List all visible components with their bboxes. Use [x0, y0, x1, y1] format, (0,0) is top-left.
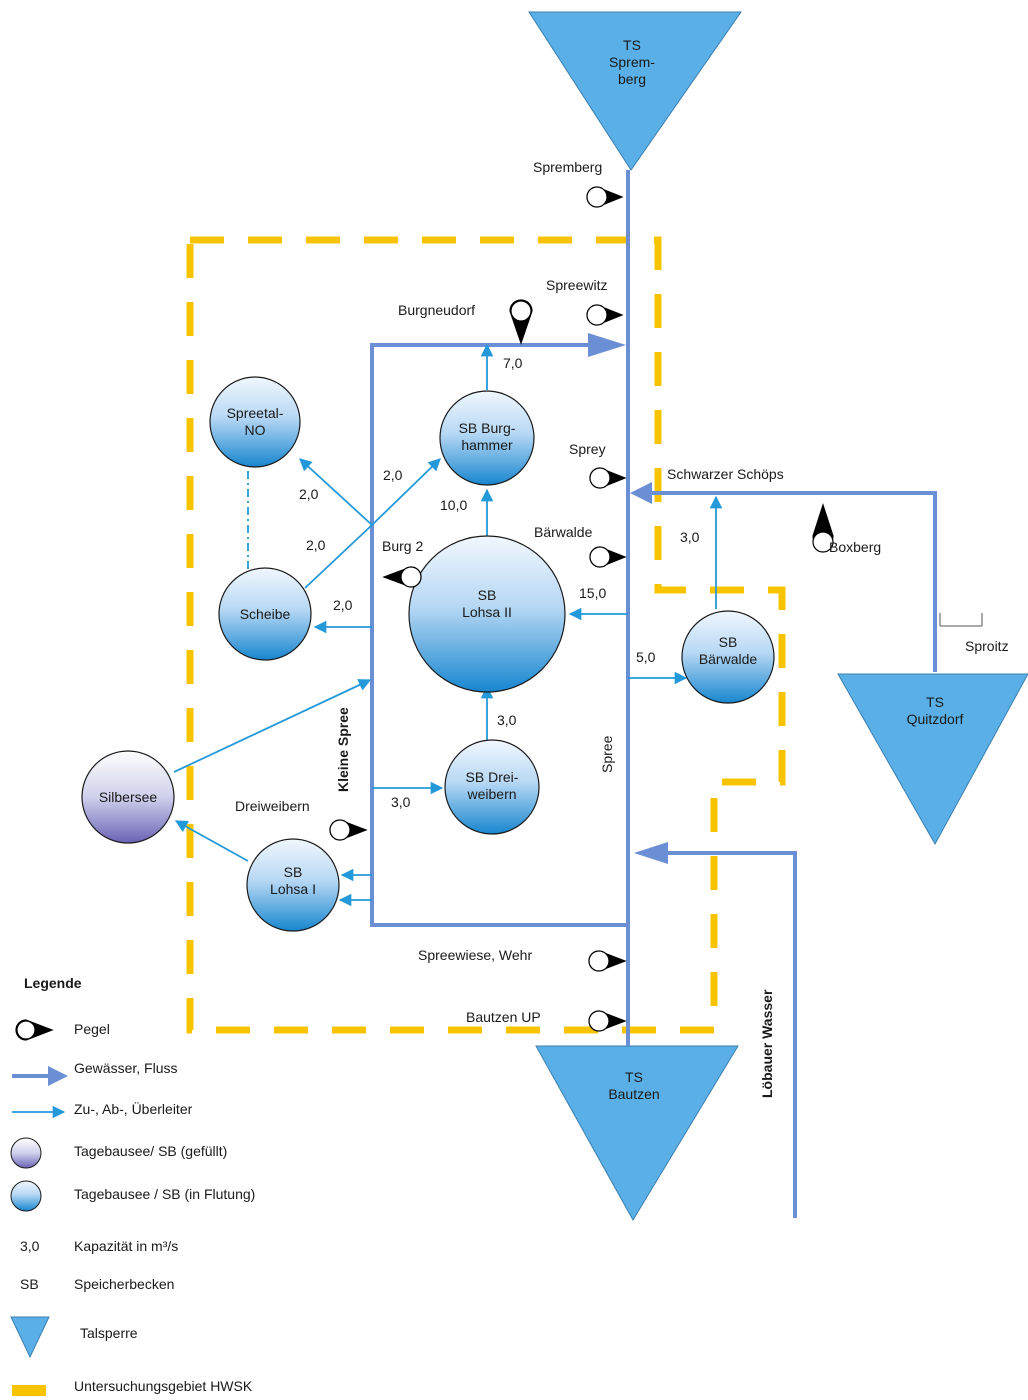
- river-loebauer-wasser: [634, 842, 797, 1218]
- legend-zone-label: Untersuchungsgebiet HWSK: [74, 1378, 253, 1394]
- capacity-to-burghammer: 2,0: [383, 467, 403, 483]
- legend-dam-label: Talsperre: [80, 1325, 138, 1341]
- basin-scheibe[interactable]: Scheibe: [218, 567, 312, 661]
- legend-filled-label: Tagebausee/ SB (gefüllt): [74, 1143, 227, 1159]
- gauge-sprey-label: Sprey: [569, 441, 606, 457]
- legend-item-feeder: Zu-, Ab-, Überleiter: [12, 1100, 193, 1119]
- gauge-spreewitz-label: Spreewitz: [546, 277, 607, 293]
- legend-river-label: Gewässer, Fluss: [74, 1060, 177, 1076]
- gauge-spremberg-label: Spremberg: [533, 159, 602, 175]
- river-schwarzer-schoeps: [630, 482, 983, 672]
- legend-item-dam: Talsperre: [10, 1316, 138, 1359]
- basin-spreetal-no-label: Spreetal-NO: [227, 405, 284, 438]
- capacity-burghammer-out: 7,0: [503, 355, 523, 371]
- capacity-to-spreetal: 2,0: [299, 486, 319, 502]
- legend-gauge-label: Pegel: [74, 1021, 110, 1037]
- feeders: [173, 343, 723, 907]
- legend-flooding-label: Tagebausee / SB (in Flutung): [74, 1186, 255, 1202]
- legend-capacity-label: Kapazität in m³/s: [74, 1238, 178, 1254]
- capacity-spree-to-baerwalde: 5,0: [636, 649, 656, 665]
- gauge-burg2[interactable]: Burg 2: [382, 538, 423, 588]
- gauge-dreiweibern-label: Dreiweibern: [235, 798, 310, 814]
- legend-abbr-label: Speicherbecken: [74, 1276, 174, 1292]
- legend-item-gauge: Pegel: [15, 1019, 110, 1041]
- gauge-burg2-label: Burg 2: [382, 538, 423, 554]
- study-area-boundary: [186, 236, 786, 1034]
- gauge-dreiweibern[interactable]: Dreiweibern: [235, 798, 368, 841]
- basin-spreetal-no[interactable]: Spreetal-NO: [209, 376, 301, 468]
- gauge-burgneudorf[interactable]: Burgneudorf: [398, 299, 533, 345]
- capacity-scheibe-out: 2,0: [306, 537, 326, 553]
- capacity-spree-to-lohsa2: 15,0: [579, 585, 606, 601]
- lake-silbersee-label: Silbersee: [99, 789, 158, 805]
- gauge-boxberg[interactable]: Boxberg: [812, 503, 881, 555]
- gauge-baerwalde[interactable]: Bärwalde: [534, 524, 627, 568]
- capacity-to-dreiweibern: 3,0: [391, 794, 411, 810]
- legend-feeder-label: Zu-, Ab-, Überleiter: [74, 1100, 193, 1117]
- legend-item-river: Gewässer, Fluss: [12, 1060, 177, 1086]
- legend-abbr-sample: SB: [20, 1276, 39, 1292]
- gauge-spreewitz[interactable]: Spreewitz: [546, 277, 624, 326]
- gauge-baerwalde-label: Bärwalde: [534, 524, 593, 540]
- basin-burghammer[interactable]: SB Burg-hammer: [439, 390, 535, 486]
- basin-dreiweibern[interactable]: SB Drei-weibern: [444, 739, 540, 835]
- legend-item-abbr: SB Speicherbecken: [20, 1276, 174, 1292]
- legend: Legende Pegel Gewässer, Fluss Zu-, Ab-, …: [10, 975, 255, 1396]
- legend-title: Legende: [24, 975, 82, 991]
- gauge-burgneudorf-label: Burgneudorf: [398, 302, 475, 318]
- river-loebauer-wasser-label: Löbauer Wasser: [759, 989, 775, 1098]
- river-sproitz-label: Sproitz: [965, 638, 1009, 654]
- legend-item-filled: Tagebausee/ SB (gefüllt): [10, 1137, 227, 1169]
- gauge-spreewiese-wehr[interactable]: Spreewiese, Wehr: [418, 947, 627, 972]
- gauge-spreewiese-wehr-label: Spreewiese, Wehr: [418, 947, 532, 963]
- gauge-boxberg-label: Boxberg: [829, 539, 881, 555]
- basin-burghammer-label: SB Burg-hammer: [459, 420, 516, 453]
- legend-item-capacity: 3,0 Kapazität in m³/s: [20, 1238, 178, 1254]
- basin-scheibe-label: Scheibe: [240, 606, 291, 622]
- river-kleine-spree-label: Kleine Spree: [335, 707, 351, 792]
- capacity-to-scheibe: 2,0: [333, 597, 353, 613]
- river-schwarzer-schoeps-label: Schwarzer Schöps: [667, 466, 784, 482]
- lake-silbersee[interactable]: Silbersee: [81, 750, 175, 844]
- gauge-sprey[interactable]: Sprey: [569, 441, 627, 489]
- capacity-dreiweibern-to-lohsa2: 3,0: [497, 712, 517, 728]
- capacity-lohsa2-to-burghammer: 10,0: [440, 497, 467, 513]
- legend-capacity-sample: 3,0: [20, 1238, 40, 1254]
- river-spree-label: Spree: [599, 735, 615, 773]
- basin-dreiweibern-label: SB Drei-weibern: [466, 769, 519, 802]
- capacity-schoeps-to-baerwalde: 3,0: [680, 529, 700, 545]
- legend-item-zone: Untersuchungsgebiet HWSK: [12, 1378, 253, 1396]
- gauge-spremberg[interactable]: Spremberg: [533, 159, 624, 208]
- gauge-bautzen-up-label: Bautzen UP: [466, 1009, 541, 1025]
- legend-item-flooding: Tagebausee / SB (in Flutung): [10, 1180, 255, 1212]
- gauge-bautzen-up[interactable]: Bautzen UP: [466, 1009, 627, 1032]
